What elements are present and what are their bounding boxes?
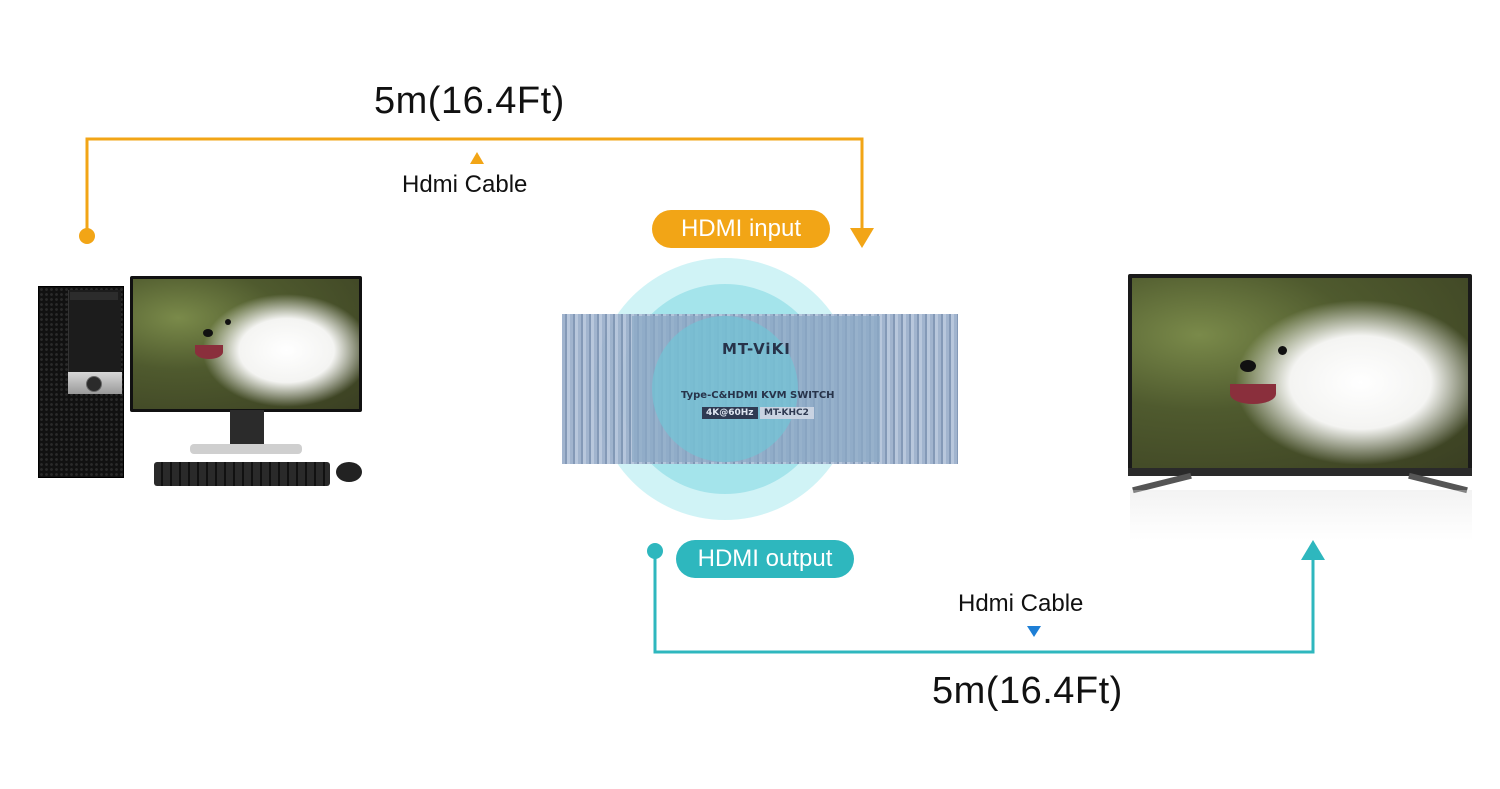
pc-drive-bay xyxy=(70,292,118,300)
mouse-icon xyxy=(336,462,362,482)
tv-screen-dog-photo xyxy=(1132,278,1468,468)
tv-reflection xyxy=(1130,490,1472,540)
top-cable-start-dot xyxy=(79,228,95,244)
dog-nose xyxy=(1240,360,1256,372)
dog-mouth xyxy=(195,345,223,359)
bottom-cable-end-arrow xyxy=(1301,540,1325,560)
bottom-cable-small-arrow xyxy=(1027,626,1041,637)
dog-eye xyxy=(225,319,231,325)
kvm-code-tag: MT-KHC2 xyxy=(760,407,814,419)
top-cable-line xyxy=(79,137,874,248)
kvm-glow-inner xyxy=(652,316,798,462)
pc-tower-front xyxy=(68,290,121,372)
kvm-model-label: Type-C&HDMI KVM SWITCH xyxy=(681,390,835,401)
kvm-spec-tag: 4K@60Hz xyxy=(702,407,758,419)
top-cable-end-arrow xyxy=(850,228,874,248)
dog-mouth xyxy=(1230,384,1276,404)
pc-logo-icon xyxy=(86,376,102,392)
dog-eye xyxy=(1278,346,1287,355)
top-cable-small-arrow xyxy=(470,152,484,164)
bottom-cable-label: Hdmi Cable xyxy=(958,590,1084,617)
hdmi-input-pill: HDMI input xyxy=(652,210,830,248)
bottom-cable-line xyxy=(647,540,1325,654)
top-cable-label: Hdmi Cable xyxy=(402,171,528,198)
bottom-length-label: 5m(16.4Ft) xyxy=(932,670,1123,712)
pc-monitor-base xyxy=(190,444,302,454)
pc-screen-dog-photo xyxy=(133,279,359,409)
hdmi-output-pill: HDMI output xyxy=(676,540,854,578)
pc-monitor-stand xyxy=(230,410,264,448)
kvm-brand-label: MT-ViKI xyxy=(722,340,791,358)
top-length-label: 5m(16.4Ft) xyxy=(374,80,565,122)
tv-bottom-bezel xyxy=(1128,468,1472,476)
keyboard-icon xyxy=(154,462,330,486)
bottom-cable-start-dot xyxy=(647,543,663,559)
dog-nose xyxy=(203,329,213,337)
